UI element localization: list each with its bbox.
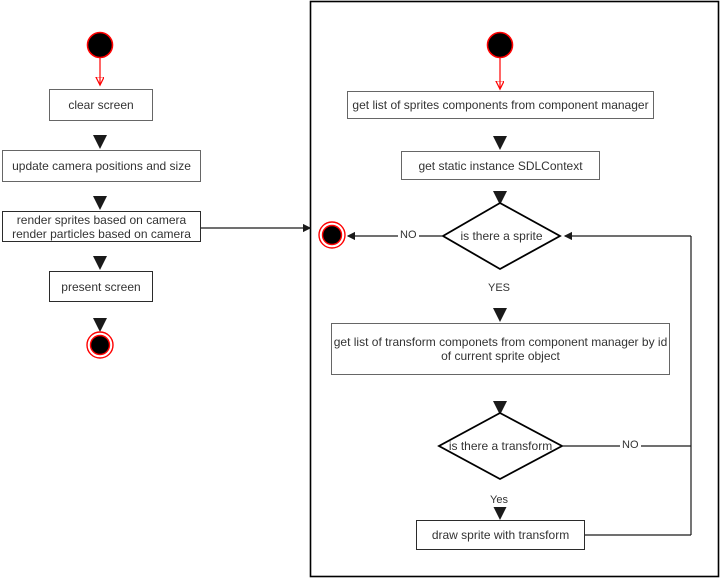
activity-get-sdlcontext-label: get static instance SDLContext	[418, 158, 583, 173]
activity-draw-sprite-with-transform-label: draw sprite with transform	[431, 528, 570, 542]
left-end-node	[86, 331, 114, 359]
activity-get-transform-components-line-2: of current sprite object	[441, 349, 560, 363]
subactivity-panel-border	[309, 0, 720, 578]
edge-label-sprite-no: NO	[398, 229, 419, 242]
left-start-node	[86, 31, 114, 59]
activity-update-camera[interactable]: update camera positions and size	[2, 150, 201, 182]
activity-present-screen[interactable]: present screen	[49, 271, 153, 302]
edge-label-transform-no: NO	[620, 439, 641, 452]
activity-get-sprites-components-label: get list of sprites components from comp…	[352, 98, 649, 112]
activity-present-screen-label: present screen	[61, 279, 141, 294]
activity-clear-screen[interactable]: clear screen	[49, 89, 153, 121]
decision-is-there-a-sprite	[441, 201, 562, 271]
activity-draw-sprite-with-transform[interactable]: draw sprite with transform	[416, 520, 585, 550]
edge-label-sprite-yes-text: YES	[488, 282, 511, 294]
activity-update-camera-label: update camera positions and size	[12, 159, 191, 173]
decision-is-there-a-transform	[437, 411, 564, 481]
panel-start-node	[486, 31, 514, 59]
edge-label-transform-yes: Yes	[488, 494, 510, 507]
activity-get-transform-components[interactable]: get list of transform componets from com…	[331, 323, 670, 375]
activity-get-transform-components-line-1: get list of transform componets from com…	[333, 335, 668, 349]
edge-label-transform-yes-text: Yes	[490, 494, 508, 506]
edge-label-sprite-no-text: NO	[400, 229, 417, 241]
activity-render-sprites-line-1: render sprites based on camera	[16, 212, 187, 227]
activity-render-sprites[interactable]: render sprites based on camera render pa…	[2, 211, 201, 242]
activity-clear-screen-label: clear screen	[68, 98, 134, 112]
panel-end-node	[318, 221, 346, 249]
edge-label-transform-no-text: NO	[622, 439, 639, 451]
activity-render-sprites-line-2: render particles based on camera	[12, 226, 191, 241]
activity-get-sdlcontext[interactable]: get static instance SDLContext	[401, 151, 600, 180]
activity-get-sprites-components[interactable]: get list of sprites components from comp…	[347, 91, 654, 119]
edge-label-sprite-yes: YES	[486, 282, 513, 295]
